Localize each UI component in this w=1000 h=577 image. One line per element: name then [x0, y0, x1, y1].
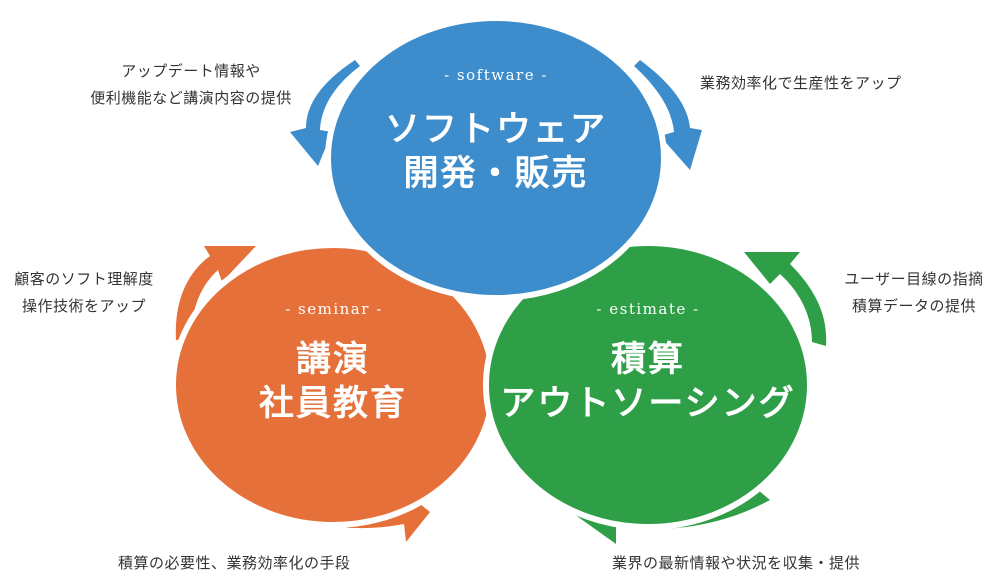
note-mid-left-line1: 顧客のソフト理解度 — [14, 270, 154, 288]
estimate-tag: - estimate - — [596, 300, 700, 318]
note-top-left: アップデート情報や 便利機能など講演内容の提供 — [76, 58, 306, 112]
seminar-title-line2: 社員教育 — [258, 384, 407, 424]
note-bottom-right-line1: 業界の最新情報や状況を収集・提供 — [612, 554, 861, 572]
software-arrow-left — [290, 60, 360, 166]
note-top-right: 業務効率化で生産性をアップ — [700, 70, 902, 97]
estimate-title: 積算 アウトソーシング — [483, 338, 813, 426]
note-bottom-right: 業界の最新情報や状況を収集・提供 — [612, 550, 860, 577]
note-top-left-line2: 便利機能など講演内容の提供 — [90, 89, 292, 107]
note-mid-right-line1: ユーザー目線の指摘 — [844, 270, 984, 288]
note-mid-right: ユーザー目線の指摘 積算データの提供 — [834, 266, 994, 320]
software-circle — [325, 15, 667, 301]
seminar-arrow-top — [175, 246, 256, 340]
seminar-title: 講演 社員教育 — [183, 338, 483, 426]
note-top-right-line1: 業務効率化で生産性をアップ — [700, 74, 902, 92]
estimate-title-line2: アウトソーシング — [500, 384, 796, 424]
software-tag: - software - — [444, 66, 548, 84]
estimate-title-line1: 積算 — [610, 340, 685, 380]
note-bottom-left-line1: 積算の必要性、業務効率化の手段 — [118, 554, 351, 572]
software-title: ソフトウェア 開発・販売 — [346, 108, 646, 196]
note-mid-right-line2: 積算データの提供 — [851, 297, 976, 315]
software-arrow-right — [634, 60, 702, 170]
estimate-arrow-top — [744, 252, 827, 346]
note-mid-left: 顧客のソフト理解度 操作技術をアップ — [4, 266, 164, 320]
seminar-tag: - seminar - — [285, 300, 383, 318]
estimate-circle — [483, 240, 813, 530]
software-title-line2: 開発・販売 — [403, 154, 589, 194]
software-title-line1: ソフトウェア — [384, 110, 607, 150]
note-mid-left-line2: 操作技術をアップ — [21, 297, 146, 315]
note-bottom-left: 積算の必要性、業務効率化の手段 — [118, 550, 351, 577]
note-top-left-line1: アップデート情報や — [121, 62, 261, 80]
seminar-title-line1: 講演 — [295, 340, 370, 380]
